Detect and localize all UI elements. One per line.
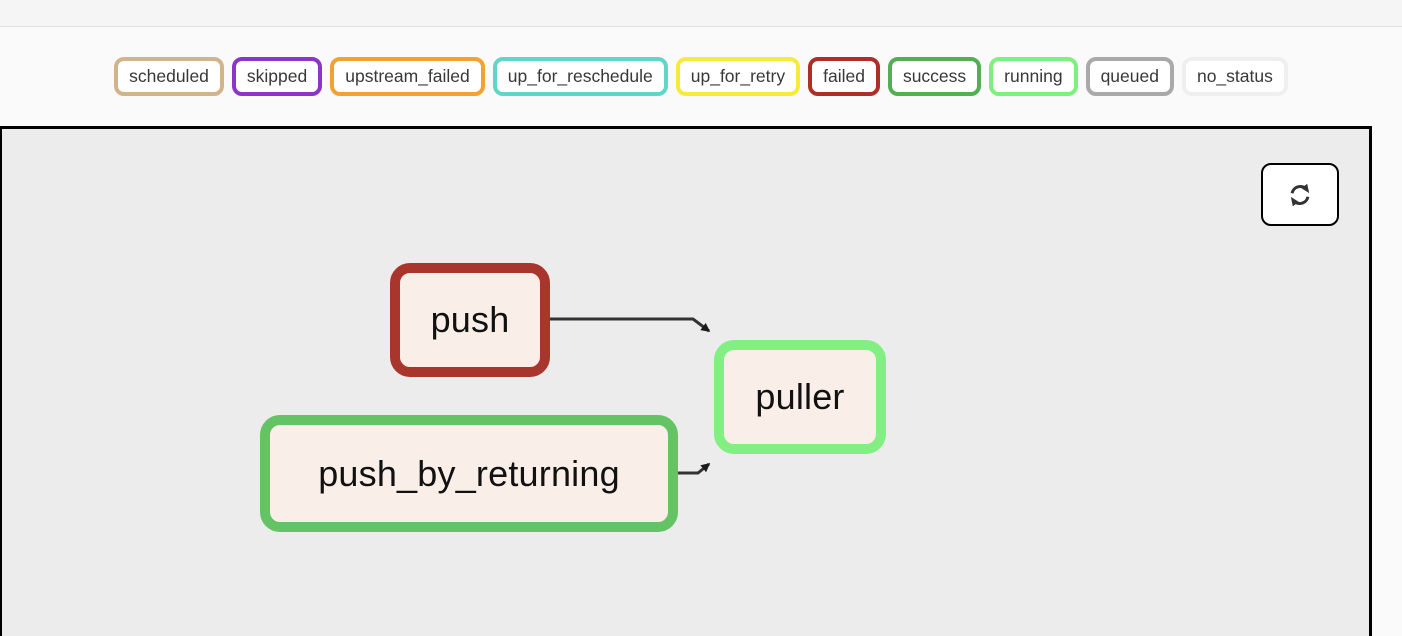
- dag-graph-canvas[interactable]: push puller push_by_returning: [0, 126, 1372, 636]
- legend-pill-skipped: skipped: [231, 56, 323, 97]
- legend-pill-queued: queued: [1085, 56, 1174, 97]
- refresh-icon: [1290, 183, 1310, 206]
- task-node-push_by_returning[interactable]: push_by_returning: [260, 415, 678, 532]
- legend-pill-up_for_retry: up_for_retry: [675, 56, 801, 97]
- edge-push_by_returning-to-puller: [678, 462, 711, 475]
- refresh-button[interactable]: [1261, 163, 1339, 226]
- legend-pill-running: running: [989, 56, 1078, 97]
- legend-pill-upstream_failed: upstream_failed: [330, 56, 485, 97]
- legend-pill-no_status: no_status: [1181, 56, 1288, 97]
- legend-pill-scheduled: scheduled: [114, 56, 224, 97]
- legend-pill-failed: failed: [808, 56, 880, 97]
- task-node-label: puller: [755, 376, 845, 417]
- task-node-label: push_by_returning: [318, 452, 620, 494]
- legend-pill-success: success: [887, 56, 982, 97]
- edges-layer: [550, 317, 711, 475]
- top-strip: [0, 0, 1402, 27]
- task-node-puller[interactable]: puller: [714, 340, 886, 454]
- edge-push-to-puller: [550, 317, 711, 333]
- task-node-push[interactable]: push: [390, 263, 550, 377]
- legend-pill-up_for_reschedule: up_for_reschedule: [492, 56, 668, 97]
- task-node-label: push: [430, 299, 510, 340]
